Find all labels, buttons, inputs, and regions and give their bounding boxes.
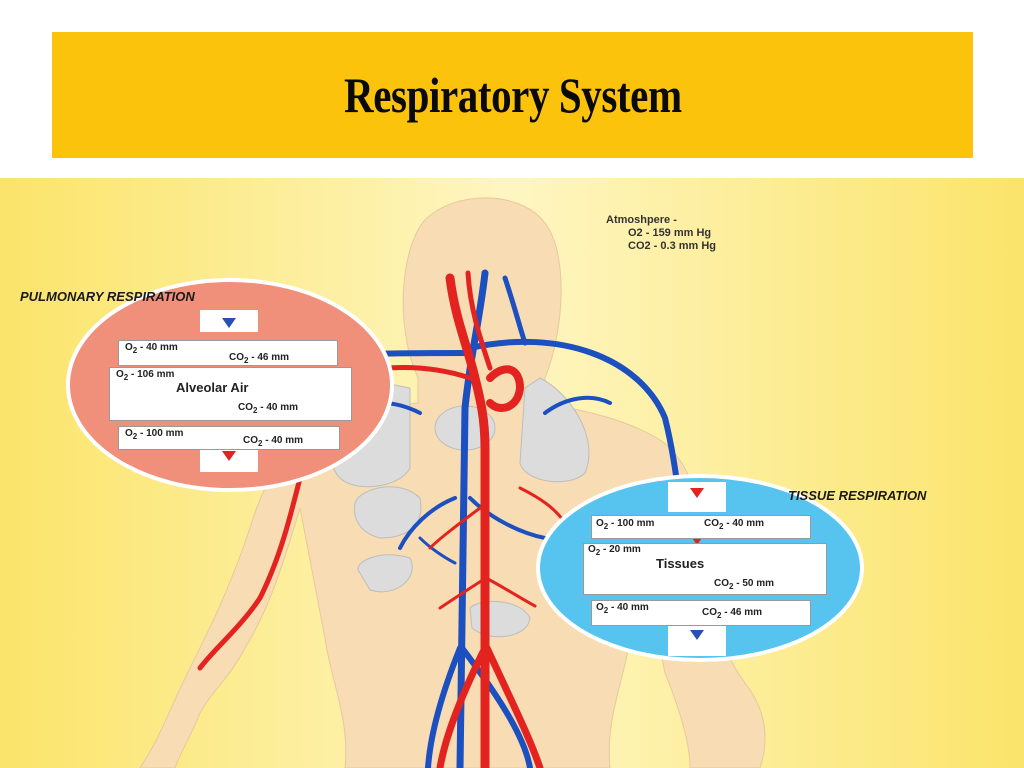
arteries	[197, 270, 567, 768]
tissue-row-2: O2 - 20 mm Tissues CO2 - 50 mm	[583, 543, 827, 595]
tissue-row-1: O2 - 100 mm CO2 - 40 mm	[591, 515, 811, 539]
tissue-row-3: O2 - 40 mm CO2 - 46 mm	[591, 600, 811, 626]
pulmonary-row-3: O2 - 100 mm CO2 - 40 mm	[118, 426, 340, 450]
pulmonary-row1-co2: CO2 - 46 mm	[229, 352, 290, 365]
tissue-row3-co2: CO2 - 46 mm	[702, 607, 763, 620]
down-arrow-icon	[222, 451, 236, 461]
atmosphere-co2: CO2 - 0.3 mm Hg	[628, 240, 717, 252]
down-arrow-icon	[222, 318, 236, 328]
title-banner: Respiratory System	[52, 32, 973, 158]
down-arrow-icon	[690, 488, 704, 498]
pulmonary-respiration-label: PULMONARY RESPIRATION	[20, 289, 195, 304]
tissue-row1-o2: O2 - 100 mm	[596, 518, 655, 531]
alveolar-air-label: Alveolar Air	[176, 380, 249, 395]
atmosphere-heading: Atmoshpere -	[606, 214, 677, 226]
tissue-respiration-label: TISSUE RESPIRATION	[788, 488, 927, 503]
pulmonary-row3-co2: CO2 - 40 mm	[243, 435, 304, 448]
atmosphere-o2: O2 - 159 mm Hg	[628, 227, 712, 239]
pulmonary-row-2: O2 - 106 mm Alveolar Air CO2 - 40 mm	[109, 367, 352, 421]
tissue-row1-co2: CO2 - 40 mm	[704, 518, 765, 531]
page-title: Respiratory System	[343, 67, 682, 123]
respiratory-diagram: Atmoshpere - O2 - 159 mm Hg CO2 - 0.3 mm…	[0, 178, 1024, 768]
tissue-row2-co2: CO2 - 50 mm	[714, 578, 775, 591]
pulmonary-row2-o2: O2 - 106 mm	[116, 369, 175, 382]
down-arrow-icon	[690, 630, 704, 640]
tissue-row3-o2: O2 - 40 mm	[596, 602, 649, 615]
body-illustration	[66, 197, 864, 768]
pulmonary-row-1: O2 - 40 mm CO2 - 46 mm	[118, 340, 338, 366]
pulmonary-row2-co2: CO2 - 40 mm	[238, 402, 299, 415]
tissue-row2-o2: O2 - 20 mm	[588, 544, 641, 557]
pulmonary-row3-o2: O2 - 100 mm	[125, 428, 184, 441]
atmosphere-label: Atmoshpere - O2 - 159 mm Hg CO2 - 0.3 mm…	[606, 214, 716, 253]
pulmonary-row1-o2: O2 - 40 mm	[125, 342, 178, 355]
tissues-label: Tissues	[656, 556, 705, 571]
